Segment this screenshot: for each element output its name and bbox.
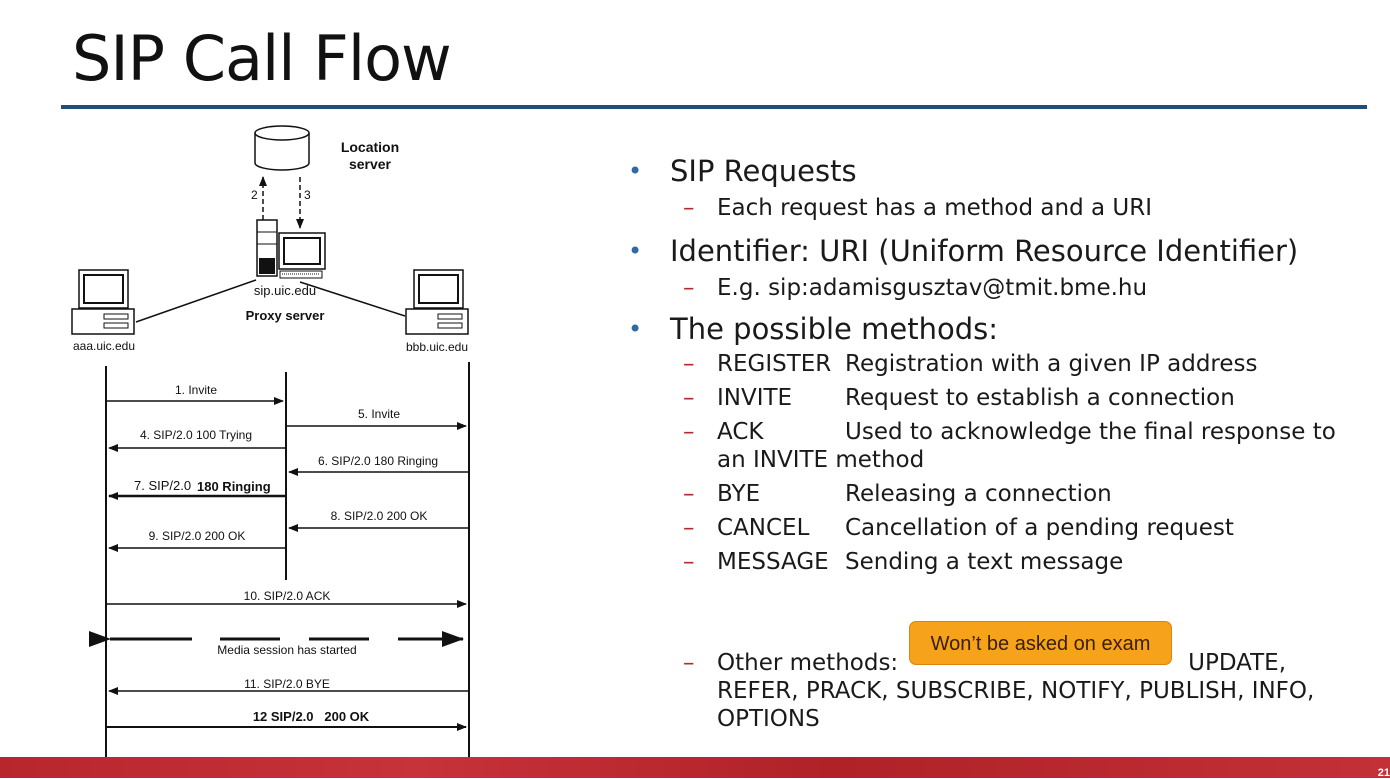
host-b-label: bbb.uic.edu bbox=[406, 340, 468, 354]
sub-bullet-item: –Each request has a method and a URI bbox=[683, 195, 1152, 221]
message-label: 10. SIP/2.0 ACK bbox=[244, 589, 331, 603]
network-link bbox=[135, 279, 257, 323]
location-server-label: Location bbox=[341, 139, 399, 155]
bullet-item: •SIP Requests bbox=[628, 154, 857, 188]
host-a-label: aaa.uic.edu bbox=[73, 339, 135, 353]
bullet-item: •Identifier: URI (Uniform Resource Ident… bbox=[628, 234, 1299, 268]
network-link bbox=[299, 281, 406, 317]
message-label: 7. SIP/2.0 bbox=[134, 478, 191, 493]
proxy-host-label: sip.uic.edu bbox=[254, 283, 316, 298]
bullet-item: •The possible methods: bbox=[628, 312, 998, 346]
step-label: 3 bbox=[304, 188, 311, 202]
other-methods-item: –Other methods:UPDATE,REFER, PRACK, SUBS… bbox=[683, 650, 1315, 732]
message-label: 8. SIP/2.0 200 OK bbox=[331, 509, 428, 523]
message-label: 5. Invite bbox=[358, 407, 400, 421]
message-label: 11. SIP/2.0 BYE bbox=[244, 677, 330, 691]
page-number: 21 bbox=[1377, 767, 1390, 779]
message-label: 1. Invite bbox=[175, 383, 217, 397]
computer-icon bbox=[405, 269, 469, 335]
media-session-label: Media session has started bbox=[217, 643, 356, 657]
location-server-label: server bbox=[349, 156, 392, 172]
message-label-bold: 180 Ringing bbox=[197, 479, 271, 494]
step-label: 2 bbox=[251, 188, 258, 202]
message-label: 12 SIP/2.0 200 OK bbox=[253, 709, 370, 724]
proxy-server-icon bbox=[256, 219, 326, 279]
message-label: 4. SIP/2.0 100 Trying bbox=[140, 428, 252, 442]
footer-bar bbox=[0, 757, 1390, 778]
computer-icon bbox=[71, 269, 135, 335]
location-server-icon bbox=[254, 125, 310, 171]
title-divider bbox=[61, 105, 1367, 109]
exam-note-badge: Won’t be asked on exam bbox=[909, 621, 1172, 665]
page-title: SIP Call Flow bbox=[72, 22, 452, 95]
bullet-list: •SIP Requests –Each request has a method… bbox=[624, 152, 1364, 733]
message-label: 6. SIP/2.0 180 Ringing bbox=[318, 454, 438, 468]
proxy-server-label: Proxy server bbox=[246, 308, 325, 323]
sub-bullet-item: –E.g. sip:adamisgusztav@tmit.bme.hu bbox=[683, 275, 1148, 301]
message-label: 9. SIP/2.0 200 OK bbox=[149, 529, 246, 543]
